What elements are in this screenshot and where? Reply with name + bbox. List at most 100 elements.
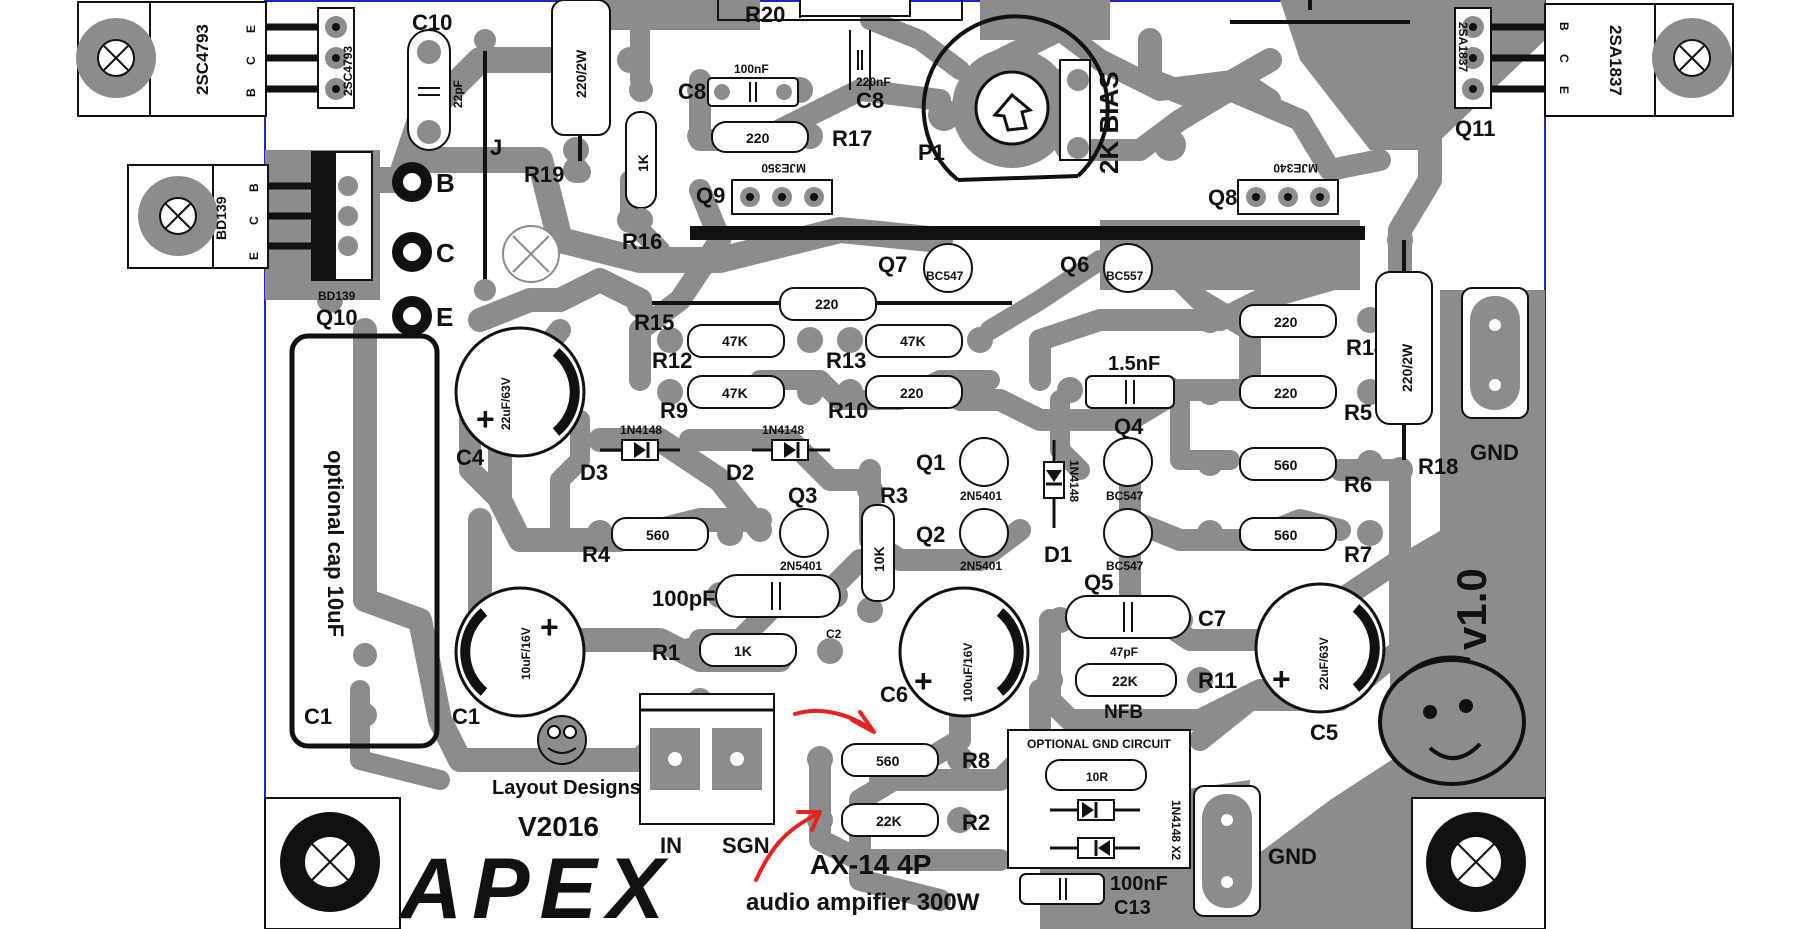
q8-transistor: MJE340 Q8 (1208, 161, 1339, 215)
svg-text:47K: 47K (722, 385, 748, 401)
frog-logo (537, 715, 587, 765)
svg-text:47pF: 47pF (1110, 645, 1138, 659)
r13-resistor: 47K R13 (826, 324, 963, 373)
svg-text:Q10: Q10 (316, 305, 358, 330)
r7-resistor: 560 R7 (1239, 517, 1372, 567)
svg-text:1N4148: 1N4148 (1067, 460, 1081, 502)
svg-text:NFB: NFB (1104, 702, 1143, 723)
r20-silk-box (717, 0, 963, 21)
j-jumper: J (474, 29, 502, 301)
q-right-power-transistor: 2SA1837 B C E 2SA1837 Q11 (1454, 3, 1734, 141)
mount-hole-bottom-left (264, 797, 401, 929)
apex-logo: APEX (398, 841, 674, 929)
c13-capacitor: 100nF C13 (1019, 873, 1168, 919)
svg-text:Q9: Q9 (696, 183, 725, 208)
svg-text:100pF: 100pF (652, 586, 716, 611)
svg-text:220nF: 220nF (856, 75, 891, 89)
c4-capacitor: + 22uF/63V C4 (454, 326, 586, 470)
q9-transistor: MJE350 Q9 (696, 161, 833, 215)
svg-text:220/2W: 220/2W (573, 49, 589, 98)
svg-text:R15: R15 (634, 310, 674, 335)
version-text: v1.0 (1448, 568, 1495, 650)
svg-text:C10: C10 (412, 10, 452, 35)
svg-text:1N4148: 1N4148 (620, 423, 662, 437)
svg-text:2N5401: 2N5401 (780, 559, 822, 573)
r16-resistor: 1K R16 (622, 78, 662, 254)
svg-text:Q3: Q3 (788, 483, 817, 508)
r18-resistor: 220/2W R18 (1375, 240, 1458, 479)
svg-text:22K: 22K (1112, 673, 1138, 689)
svg-text:R19: R19 (524, 162, 564, 187)
r6-resistor: 560 R6 (1239, 447, 1372, 497)
svg-text:Q2: Q2 (916, 522, 945, 547)
svg-text:220: 220 (900, 385, 924, 401)
svg-text:C: C (1557, 54, 1571, 63)
svg-text:R11: R11 (1198, 668, 1237, 693)
svg-text:C4: C4 (456, 445, 485, 470)
r9-resistor: 47K R9 (660, 375, 785, 423)
svg-text:R1: R1 (652, 640, 680, 665)
r2-resistor: 22K R2 (841, 803, 990, 837)
svg-text:47K: 47K (722, 333, 748, 349)
c6-capacitor: + 100uF/16V C6 (880, 586, 1030, 718)
svg-text:R2: R2 (962, 810, 990, 835)
svg-text:R16: R16 (622, 229, 662, 254)
svg-text:22uF/63V: 22uF/63V (499, 377, 513, 430)
svg-text:Q8: Q8 (1208, 185, 1237, 210)
svg-text:BC547: BC547 (1106, 559, 1144, 573)
svg-text:Q1: Q1 (916, 450, 945, 475)
model-text: AX-14 4P (810, 849, 931, 880)
svg-text:220: 220 (746, 130, 770, 146)
svg-text:BC557: BC557 (1106, 269, 1144, 283)
svg-text:+: + (1272, 661, 1291, 697)
version-year-text: V2016 (518, 811, 599, 842)
svg-text:560: 560 (646, 527, 670, 543)
r8-resistor: 560 R8 (841, 743, 990, 777)
svg-text:1N4148: 1N4148 (762, 423, 804, 437)
svg-text:BC547: BC547 (926, 269, 964, 283)
svg-text:D3: D3 (580, 460, 608, 485)
svg-text:R4: R4 (582, 542, 611, 567)
svg-text:100nF: 100nF (734, 62, 769, 76)
svg-text:C7: C7 (1198, 606, 1226, 631)
svg-text:D2: D2 (726, 460, 754, 485)
svg-text:22K: 22K (876, 813, 902, 829)
svg-text:C1: C1 (452, 704, 480, 729)
q2-transistor: 2N5401 Q2 (916, 508, 1009, 573)
svg-text:R18: R18 (1418, 454, 1458, 479)
svg-text:R6: R6 (1344, 472, 1372, 497)
svg-text:Q11: Q11 (1455, 116, 1495, 141)
svg-text:560: 560 (1274, 527, 1298, 543)
layout-designs-text: Layout Designs (492, 777, 641, 799)
q7-transistor: BC547 Q7 (878, 243, 973, 293)
svg-text:1N4148 X2: 1N4148 X2 (1169, 800, 1183, 860)
svg-text:560: 560 (876, 753, 900, 769)
svg-text:Q4: Q4 (1114, 414, 1144, 439)
mount-hole-mid (502, 225, 560, 283)
svg-text:R17: R17 (832, 126, 872, 151)
svg-text:C: C (436, 238, 455, 268)
optional-cap-footprint: optional cap 10uF C1 (289, 333, 440, 749)
r14-resistor: 220 R14 (1239, 304, 1387, 360)
svg-text:+: + (476, 401, 495, 437)
r1-resistor: 1K R1 (652, 633, 797, 667)
p1-bias-potentiometer: P1 2K BIAS (918, 14, 1124, 182)
svg-text:1.5nF: 1.5nF (1108, 353, 1160, 375)
svg-text:10uF/16V: 10uF/16V (519, 627, 533, 680)
svg-text:2N5401: 2N5401 (960, 559, 1002, 573)
svg-text:2K BIAS: 2K BIAS (1094, 71, 1124, 174)
svg-text:C6: C6 (880, 682, 908, 707)
svg-text:220: 220 (1274, 385, 1298, 401)
svg-text:560: 560 (1274, 457, 1298, 473)
svg-text:MJE340: MJE340 (1273, 161, 1318, 175)
c8-capacitor: 220nF C8 (849, 30, 891, 113)
q6-transistor: BC557 Q6 (1060, 243, 1153, 293)
svg-text:D1: D1 (1044, 542, 1072, 567)
svg-text:47K: 47K (900, 333, 926, 349)
svg-text:220: 220 (1274, 314, 1298, 330)
svg-text:22pF: 22pF (451, 80, 465, 108)
q5-transistor: BC547 Q5 (1084, 508, 1153, 595)
svg-text:+: + (540, 609, 559, 645)
right-power-part: 2SA1837 (1606, 25, 1625, 96)
